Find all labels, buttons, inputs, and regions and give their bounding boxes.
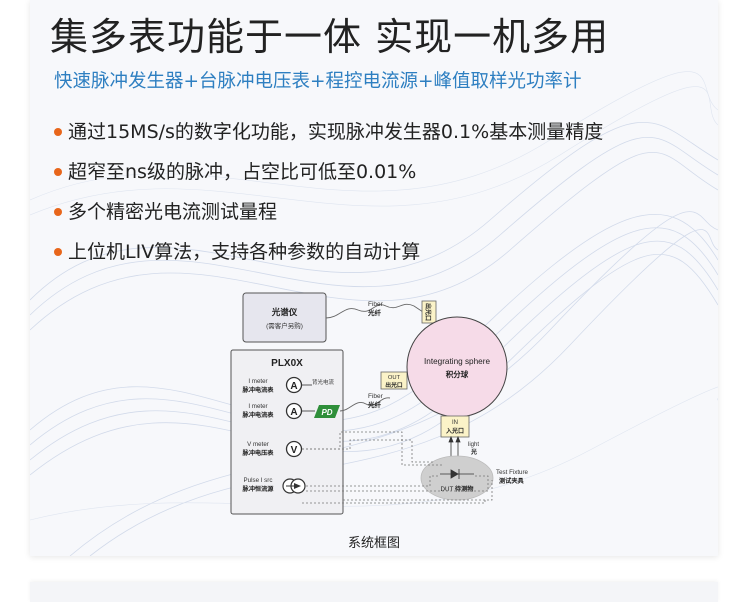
svg-text:A: A xyxy=(290,381,297,392)
voltmeter-icon: V xyxy=(285,440,303,458)
feature-item: 超窄至ns级的脉冲，占空比可低至0.01% xyxy=(54,158,714,198)
fixture-label-cn: 测试夹具 xyxy=(499,477,525,485)
fiber-top-en: Fiber xyxy=(368,301,384,308)
diagram-caption: 系统框图 xyxy=(348,535,400,550)
sphere-label-cn: 积分球 xyxy=(445,369,469,379)
headline: 集多表功能于一体 实现一机多用 xyxy=(50,15,610,59)
fiber-mid xyxy=(339,397,391,412)
port-out: OUT 出光口 xyxy=(380,371,408,390)
wave-background xyxy=(30,71,718,556)
current-source-icon xyxy=(282,478,306,494)
port-in: IN 入光口 xyxy=(440,415,470,438)
svg-text:出光口: 出光口 xyxy=(424,303,432,321)
ammeter-icon: A xyxy=(285,376,303,394)
vmeter-label-cn: 脉冲电压表 xyxy=(242,449,275,457)
pulse-src-label-cn: 脉冲恒流源 xyxy=(242,485,275,493)
subheadline: 快速脉冲发生器+台脉冲电压表+程控电流源+峰值取样光功率计 xyxy=(54,71,582,92)
spectrometer-box xyxy=(242,292,327,343)
integrating-sphere xyxy=(406,316,508,418)
imeter-2-label-en: I meter xyxy=(248,403,267,410)
light-label-cn: 光 xyxy=(470,448,477,456)
spectrometer-note: (需客户另购) xyxy=(266,321,303,330)
svg-text:OUT: OUT xyxy=(388,375,401,381)
port-top: 出光口 xyxy=(421,300,437,324)
svg-text:A: A xyxy=(290,407,297,418)
bullet-dot-icon xyxy=(54,248,62,256)
pulse-src-label-en: Pulse I src xyxy=(244,477,273,484)
svg-text:出光口: 出光口 xyxy=(385,381,403,389)
light-label-en: light xyxy=(468,442,479,448)
svg-text:V: V xyxy=(291,445,298,456)
feature-list: 通过15MS/s的数字化功能，实现脉冲发生器0.1%基本测量精度 超窄至ns级的… xyxy=(54,118,714,278)
bullet-dot-icon xyxy=(54,128,62,136)
test-fixture xyxy=(420,455,494,501)
vmeter-label-en: V meter xyxy=(247,441,269,448)
instrument-title: PLX0X xyxy=(271,358,303,369)
next-card-edge xyxy=(30,582,718,602)
spectrometer-title: 光谱仪 xyxy=(271,307,298,317)
feature-item: 多个精密光电流测试量程 xyxy=(54,198,714,238)
bullet-dot-icon xyxy=(54,168,62,176)
feature-item: 通过15MS/s的数字化功能，实现脉冲发生器0.1%基本测量精度 xyxy=(54,118,714,158)
wiring xyxy=(302,431,493,504)
fiber-mid-cn: 光纤 xyxy=(367,400,382,409)
imeter-2-label-cn: 脉冲电流表 xyxy=(242,411,275,419)
svg-text:PD: PD xyxy=(321,408,332,417)
fiber-top xyxy=(325,303,424,319)
feature-card: 集多表功能于一体 实现一机多用 快速脉冲发生器+台脉冲电压表+程控电流源+峰值取… xyxy=(30,0,718,556)
fixture-label-en: Test Fixture xyxy=(496,469,529,476)
sphere-label-en: Integrating sphere xyxy=(424,357,490,366)
backlight-label: 背光电流 xyxy=(312,378,335,386)
feature-item: 上位机LIV算法，支持各种参数的自动计算 xyxy=(54,238,714,278)
imeter-1-label-cn: 脉冲电流表 xyxy=(242,386,275,394)
system-block-diagram: 光谱仪 (需客户另购) PLX0X I meter 脉冲电流表 A I mete… xyxy=(230,292,529,550)
ammeter-icon: A xyxy=(285,402,303,420)
bullet-dot-icon xyxy=(54,208,62,216)
imeter-1-label-en: I meter xyxy=(248,378,267,385)
fiber-mid-en: Fiber xyxy=(368,393,384,400)
fiber-top-cn: 光纤 xyxy=(367,308,382,317)
svg-text:入光口: 入光口 xyxy=(445,427,464,435)
photodiode-icon: PD xyxy=(314,405,340,418)
svg-text:IN: IN xyxy=(452,420,458,426)
dut-diode-icon xyxy=(440,469,474,479)
dut-label: DUT 待测物 xyxy=(441,485,475,493)
